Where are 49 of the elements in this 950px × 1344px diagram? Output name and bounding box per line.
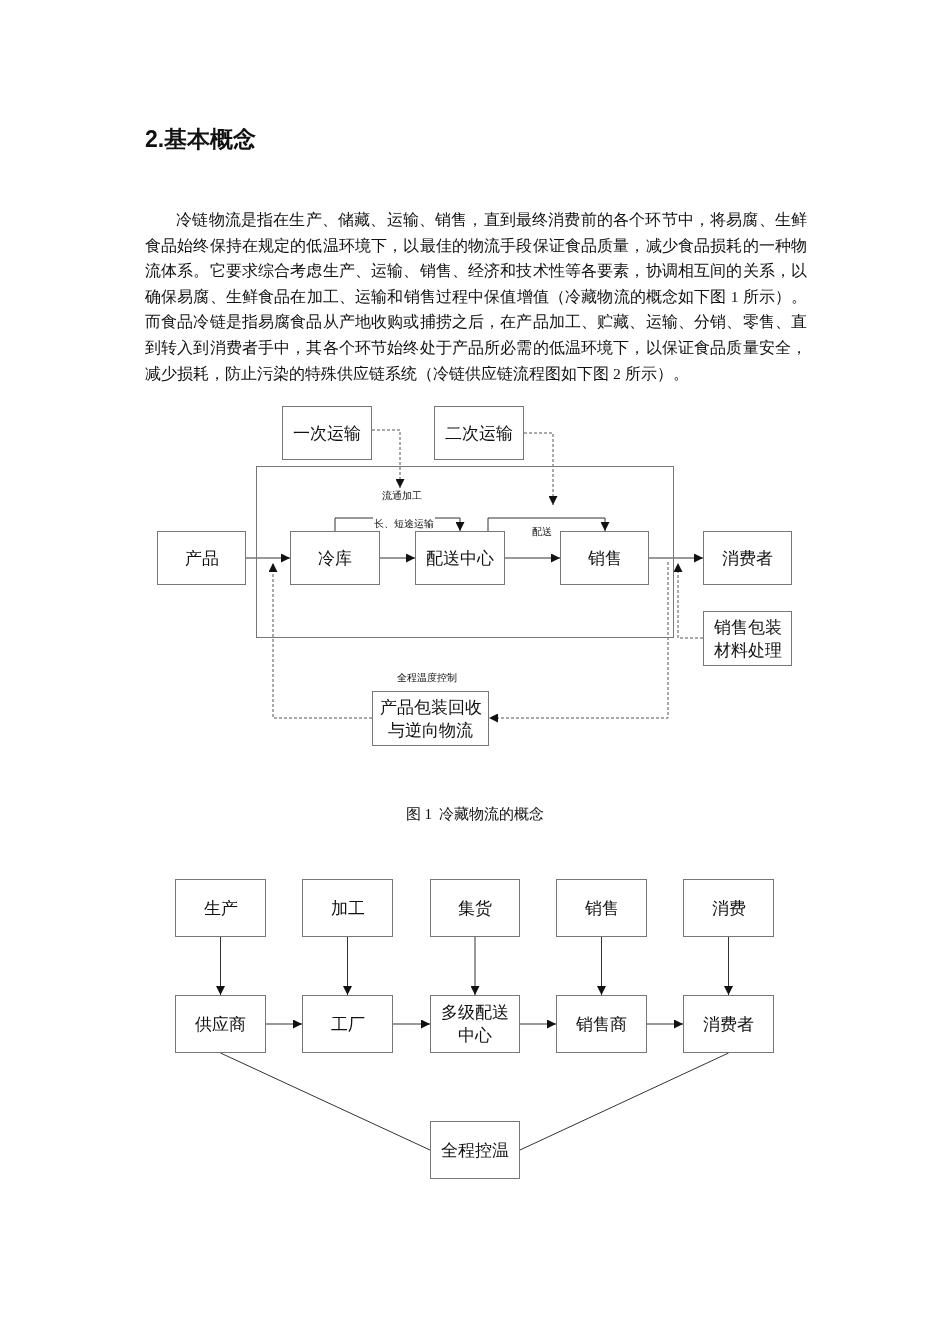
arrow — [392, 1019, 431, 1029]
edge-label: 配送 — [531, 525, 553, 539]
process-box: 多级配送中心 — [430, 995, 520, 1053]
process-box: 供应商 — [175, 995, 266, 1053]
heading: 2.基本概念 — [145, 125, 257, 154]
process-box: 消费 — [683, 879, 774, 937]
dashed-arrow — [488, 561, 669, 723]
edge-label: 长、短途运输 — [373, 517, 435, 531]
process-box: 产品包装回收与逆向物流 — [372, 691, 489, 746]
arrow — [504, 553, 561, 563]
arrow — [265, 1019, 303, 1029]
process-box: 冷库 — [290, 531, 380, 585]
arrow — [379, 553, 416, 563]
dashed-arrow — [268, 562, 373, 719]
arrow — [216, 936, 225, 996]
process-box: 消费者 — [703, 531, 792, 585]
container-frame — [256, 466, 674, 638]
arrow — [487, 517, 610, 532]
process-box: 产品 — [157, 531, 246, 585]
arrow — [245, 553, 291, 563]
process-box: 配送中心 — [415, 531, 505, 585]
connector-line — [519, 1052, 729, 1151]
arrow — [646, 1019, 684, 1029]
figure-caption: 图 1 冷藏物流的概念 — [404, 805, 546, 824]
process-box: 全程控温 — [430, 1121, 520, 1179]
step-text: 流通加工 — [380, 488, 424, 503]
dashed-arrow — [673, 562, 704, 639]
process-box: 销售商 — [556, 995, 647, 1053]
process-box: 集货 — [430, 879, 520, 937]
process-box: 二次运输 — [434, 406, 524, 460]
process-box: 一次运输 — [282, 406, 372, 460]
process-box: 销售 — [556, 879, 647, 937]
arrow — [470, 936, 480, 996]
arrow — [519, 1019, 557, 1029]
process-box: 销售包装材料处理 — [703, 611, 792, 666]
arrow — [648, 553, 704, 563]
process-box: 工厂 — [302, 995, 393, 1053]
dashed-arrow — [523, 432, 558, 506]
process-box: 加工 — [302, 879, 393, 937]
arrow — [343, 936, 352, 996]
arrow — [597, 936, 606, 996]
note-text: 全程温度控制 — [397, 671, 457, 685]
paragraph: 冷链物流是指在生产、储藏、运输、销售，直到最终消费前的各个环节中，将易腐、生鲜食品始终保持在规定的低温环境下，以最佳的物流手段保证食品质量，减少食品损耗的一种物流体系。它要求综合考虑生产、运输、销售、经济和技术性等各要素，协调相互间的关系，以确保易腐、生鲜食品在加工、运输和销售过程中保值增值（冷藏物流的概念如下图 1 所示）。而食品冷链是指易腐食品从产地收购或捕捞之后，在产品加工、贮藏、运输、分销、零售、直到转入到消费者手中，其各个环节始终处于产品所必需的低温环境下，以保证食品质量安全，减少损耗，防止污染的特殊供应链系统（冷链供应链流程图如下图 2 所示）。 — [145, 210, 807, 384]
process-box: 生产 — [175, 879, 266, 937]
connector-line — [220, 1052, 431, 1151]
process-box: 消费者 — [683, 995, 774, 1053]
arrow — [724, 936, 733, 996]
dashed-arrow — [371, 429, 405, 489]
process-box: 销售 — [560, 531, 649, 585]
